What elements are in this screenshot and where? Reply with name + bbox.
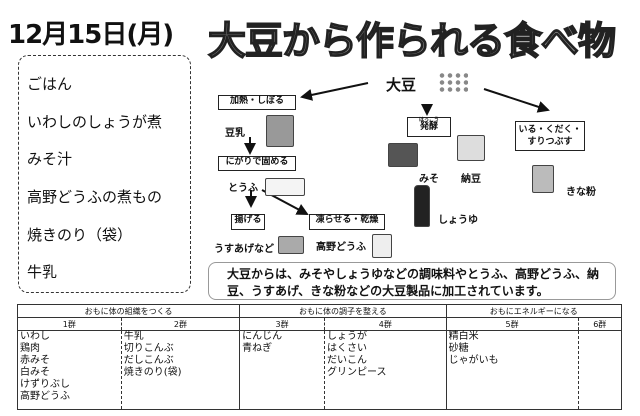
product-miso: みそ	[419, 174, 439, 185]
product-shoyu: しょうゆ	[438, 215, 478, 226]
food-item: けずりぶし	[20, 379, 70, 390]
menu-item: みそ汁	[27, 150, 73, 168]
root-soybean: 大豆	[386, 76, 417, 94]
group-cell: にんじん青ねぎ	[239, 330, 325, 410]
subgroup-header: 6群	[577, 317, 623, 331]
step-roast: いる・くだく・すりつぶす	[515, 121, 585, 151]
menu-item: いわしのしょうが煮	[27, 113, 163, 131]
subgroup-header: 5群	[445, 317, 579, 331]
menu-item: 高野どうふの煮もの	[27, 188, 163, 206]
food-item: グリンピース	[326, 367, 387, 378]
food-item: じゃがいも	[448, 355, 499, 366]
date-heading: 12月15日(月)	[8, 20, 174, 50]
group-cell: 精白米砂糖じゃがいも	[445, 330, 579, 410]
group-cell	[577, 330, 623, 410]
step-ferment: はっこう発酵	[407, 117, 451, 137]
group-cell: いわし鶏肉赤みそ白みそけずりぶし高野どうふ	[17, 330, 122, 410]
tofu-icon	[265, 178, 305, 196]
group-cell: 牛乳切りこんぶだしこんぶ焼きのり(袋)	[120, 330, 241, 410]
food-item: 赤みそ	[20, 355, 50, 366]
ferment-ruby: はっこう	[418, 117, 439, 123]
product-kinako: きな粉	[566, 187, 596, 198]
food-item: 砂糖	[448, 343, 469, 354]
food-group-table: おもに体の組織をつくる おもに体の調子を整える おもにエネルギーになる 1群 2…	[16, 304, 623, 410]
group-cell: しょうがはくさいだいこんグリンピース	[323, 330, 447, 410]
food-item: にんじん	[242, 331, 283, 342]
food-item: 切りこんぶ	[123, 343, 174, 354]
food-item: はくさい	[326, 343, 367, 354]
group-header: おもに体の組織をつくる	[16, 304, 241, 318]
page-title: 大豆から作られる食べ物	[207, 18, 617, 64]
koya-tofu-icon	[372, 234, 392, 258]
kinako-bag-icon	[532, 165, 554, 193]
menu-item: ごはん	[27, 75, 73, 93]
food-item: だしこんぶ	[123, 355, 174, 366]
ferment-label: 発酵	[419, 122, 438, 132]
product-soymilk: 豆乳	[225, 128, 245, 139]
food-item: だいこん	[326, 355, 367, 366]
product-tofu: とうふ	[228, 183, 258, 194]
soymilk-carton-icon	[266, 115, 294, 147]
food-item: 高野どうふ	[20, 391, 70, 402]
menu-box: ごはん いわしのしょうが煮 みそ汁 高野どうふの煮もの 焼きのり（袋） 牛乳	[18, 55, 191, 293]
step-heat: 加熱・しぼる	[218, 95, 296, 110]
food-item: 焼きのり(袋)	[123, 367, 182, 378]
menu-item: 焼きのり（袋）	[27, 226, 133, 244]
product-natto: 納豆	[461, 174, 481, 185]
usuage-icon	[278, 236, 304, 254]
food-item: 牛乳	[123, 331, 144, 342]
subgroup-header: 3群	[239, 317, 325, 331]
soy-sauce-bottle-icon	[414, 185, 430, 227]
group-header: おもにエネルギーになる	[445, 304, 623, 318]
product-koya: 高野どうふ	[316, 242, 366, 253]
miso-icon	[388, 143, 418, 167]
subgroup-header: 1群	[17, 317, 122, 331]
food-item: 青ねぎ	[242, 343, 273, 354]
product-usuage: うすあげなど	[214, 244, 274, 255]
food-item: 精白米	[448, 331, 479, 342]
subgroup-header: 4群	[323, 317, 447, 331]
menu-item: 牛乳	[27, 263, 58, 281]
group-header: おもに体の調子を整える	[239, 304, 447, 318]
food-item: しょうが	[326, 331, 367, 342]
step-nigari: にがりで固める	[218, 156, 296, 171]
subgroup-header: 2群	[120, 317, 241, 331]
step-freeze: 凍らせる・乾燥	[309, 214, 385, 230]
natto-icon	[457, 135, 485, 161]
food-item: 鶏肉	[20, 343, 40, 354]
soybeans-icon	[438, 72, 468, 94]
food-item: 白みそ	[20, 367, 50, 378]
food-item: いわし	[20, 331, 50, 342]
step-fry: 揚げる	[231, 214, 265, 230]
description-box: 大豆からは、みそやしょうゆなどの調味料やとうふ、高野どうふ、納豆、うすあげ、きな…	[208, 262, 616, 300]
